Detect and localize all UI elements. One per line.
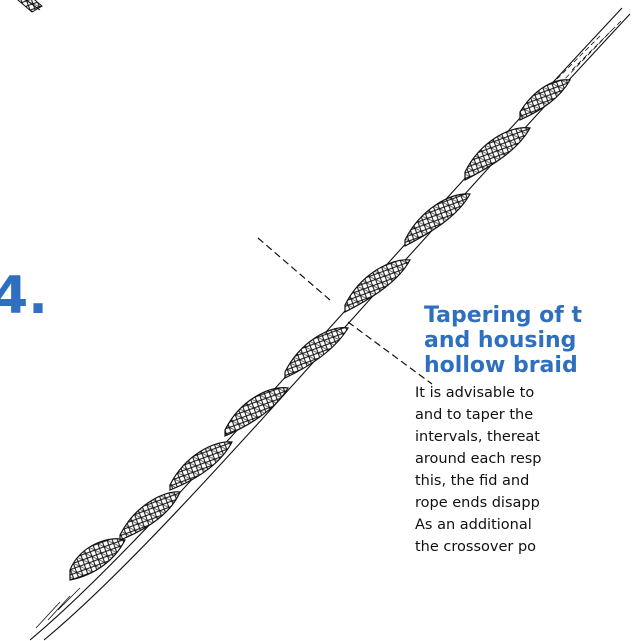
- heading-line: hollow braid: [424, 353, 633, 378]
- body-line: around each resp: [415, 448, 633, 470]
- body-paragraph: It is advisable to and to taper the inte…: [415, 382, 633, 558]
- body-line: the crossover po: [415, 536, 633, 558]
- heading-line: and housing: [424, 328, 633, 353]
- section-heading: Tapering of t and housing hollow braid: [424, 303, 633, 378]
- body-line: this, the fid and: [415, 470, 633, 492]
- body-line: and to taper the: [415, 404, 633, 426]
- body-line: As an additional: [415, 514, 633, 536]
- body-line: It is advisable to: [415, 382, 633, 404]
- body-line: rope ends disapp: [415, 492, 633, 514]
- body-line: intervals, thereat: [415, 426, 633, 448]
- heading-line: Tapering of t: [424, 303, 633, 328]
- corner-rope-fragment: [18, 0, 42, 12]
- step-number: 4.: [0, 270, 48, 322]
